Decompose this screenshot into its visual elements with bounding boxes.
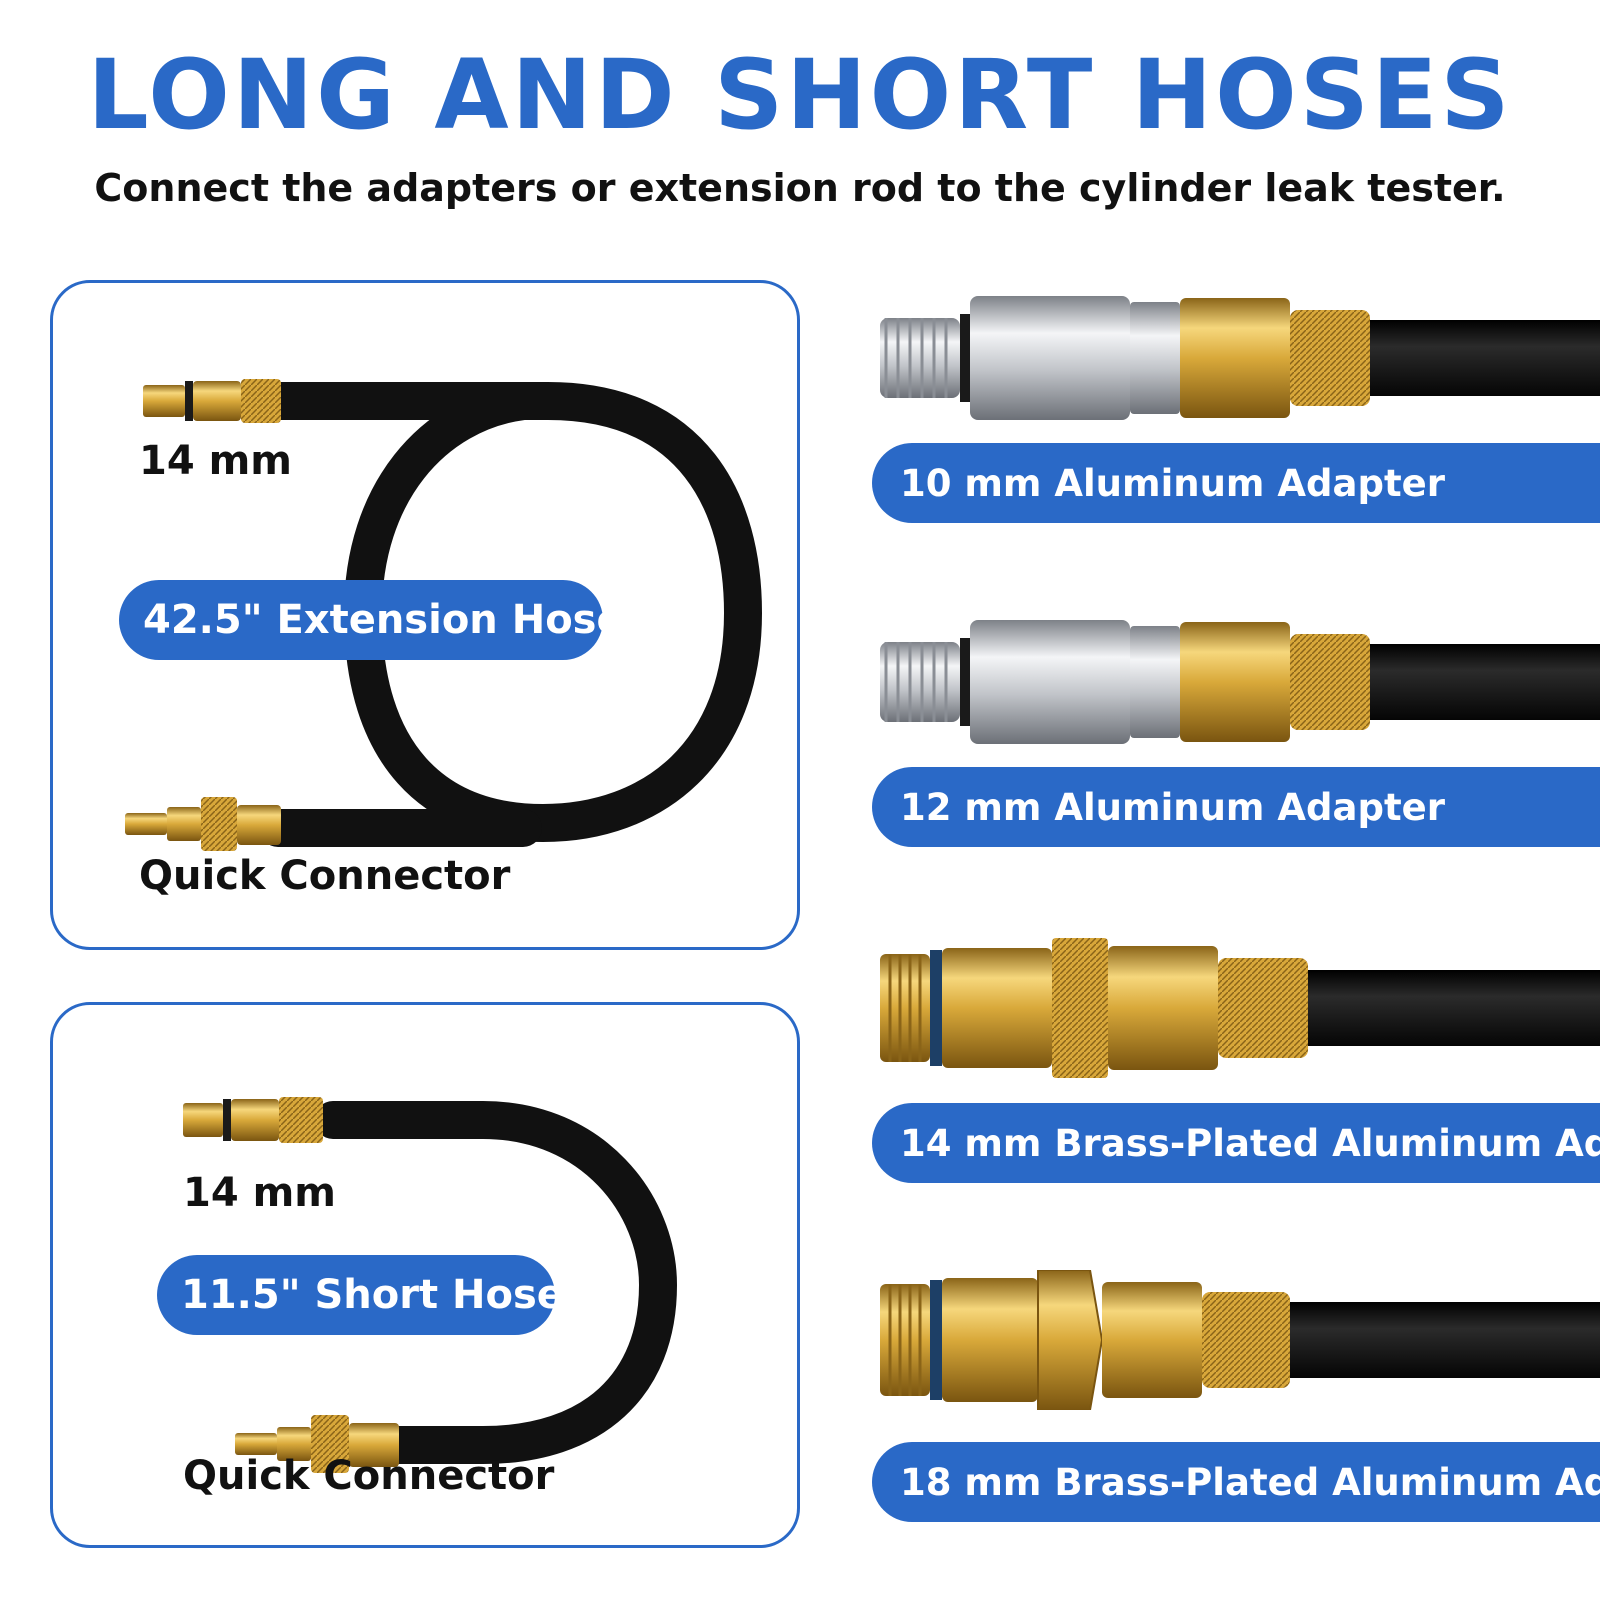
adapter-14mm-brass-icon (880, 938, 1600, 1078)
adapter-18mm-label: 18 mm Brass-Plated Aluminum Adapter (872, 1442, 1600, 1522)
short-hose-thread-label: 14 mm (183, 1170, 336, 1216)
short-hose-thread-fitting-icon (183, 1097, 323, 1143)
adapter-12mm-aluminum-icon (880, 620, 1600, 744)
page-subtitle: Connect the adapters or extension rod to… (94, 166, 1506, 210)
short-hose-quick-connector-icon (235, 1415, 399, 1473)
long-hose-illustration (125, 379, 763, 851)
long-hose-name-label: 42.5" Extension Hose (119, 580, 624, 660)
adapter-12mm-label: 12 mm Aluminum Adapter (872, 767, 1600, 847)
page-title: LONG AND SHORT HOSES (87, 39, 1513, 151)
short-hose-name-label: 11.5" Short Hose (157, 1255, 564, 1335)
long-hose-connector-label: Quick Connector (139, 853, 511, 899)
short-hose-connector-label: Quick Connector (183, 1453, 555, 1499)
adapter-10mm-aluminum-icon (880, 296, 1600, 420)
long-hose-thread-fitting-icon (143, 379, 281, 423)
adapter-14mm-label: 14 mm Brass-Plated Aluminum Adapter (872, 1103, 1600, 1183)
adapter-10mm-label: 10 mm Aluminum Adapter (872, 443, 1600, 523)
long-hose-panel: 14 mm 42.5" Extension Hose Quick Connect… (50, 280, 800, 950)
long-hose-thread-label: 14 mm (139, 438, 292, 484)
short-hose-illustration (183, 1097, 678, 1473)
short-hose-panel: 14 mm 11.5" Short Hose Quick Connector (50, 1002, 800, 1548)
long-hose-quick-connector-icon (125, 797, 281, 851)
adapter-18mm-brass-icon (880, 1270, 1600, 1410)
